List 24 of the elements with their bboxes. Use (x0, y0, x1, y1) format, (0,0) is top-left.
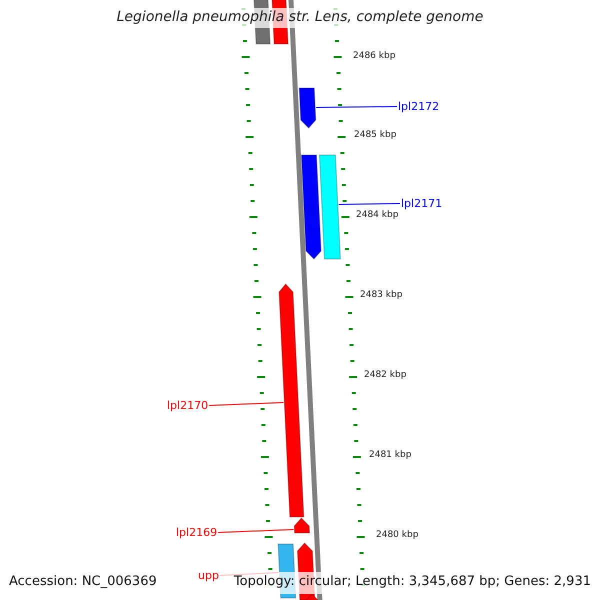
scale-label: 2485 kbp (354, 130, 396, 140)
gene-feature (298, 88, 316, 129)
scale-label: 2483 kbp (360, 290, 402, 300)
gene-label: lpl2169 (176, 526, 218, 539)
leader-line (208, 402, 284, 406)
gene-feature (278, 283, 304, 518)
scale-label: 2480 kbp (376, 530, 418, 540)
accession-text: Accession: NC_006369 (9, 574, 157, 589)
gene-feature (294, 517, 310, 534)
gene-label: lpl2170 (167, 399, 208, 412)
genome-info-text: Topology: circular; Length: 3,345,687 bp; Genes: 2,931 (234, 574, 591, 589)
leader-line (338, 203, 400, 205)
scale-label: 2484 kbp (356, 210, 398, 220)
scale-label: 2486 kbp (353, 51, 396, 61)
gene-label: upp (198, 569, 219, 582)
map-title: Legionella pneumophila str. Lens, complete genome (116, 9, 484, 25)
gene-label: lpl2171 (401, 197, 442, 210)
leader-line (218, 529, 294, 533)
gene-feature (318, 154, 341, 260)
scale-label: 2482 kbp (364, 370, 406, 380)
leader-line (316, 106, 398, 108)
scale-label: 2481 kbp (369, 450, 412, 460)
gene-feature (300, 154, 322, 260)
gene-label: lpl2172 (398, 100, 440, 113)
